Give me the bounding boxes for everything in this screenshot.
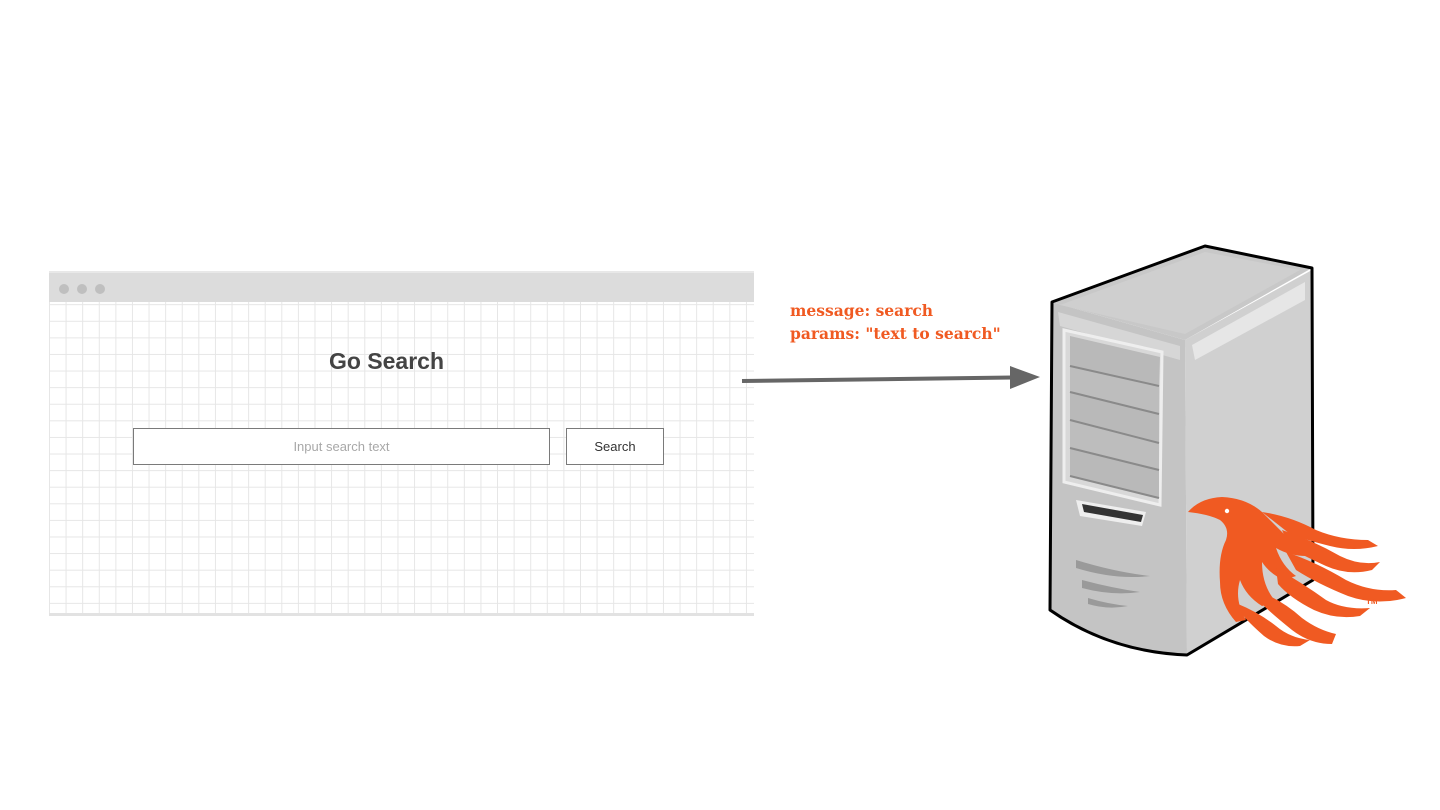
arrow-icon xyxy=(742,366,1040,389)
server-icon xyxy=(1050,246,1313,655)
trademark-mark: TM xyxy=(1366,597,1378,606)
